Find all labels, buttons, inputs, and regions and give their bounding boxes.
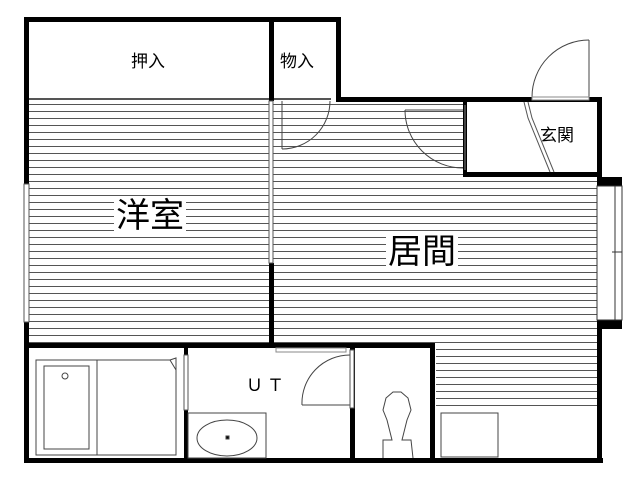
front-door[interactable] [531,39,590,101]
bath-door[interactable] [183,354,189,411]
toilet [382,391,414,459]
room-label-western-room: 洋室 [114,196,186,236]
living-room-floor [273,101,467,347]
toilet-door[interactable] [275,347,355,409]
entrance-inner-door[interactable] [404,105,466,170]
kitchen-floor [436,347,597,409]
east-window [596,185,623,321]
living-room-floor-right [467,176,597,347]
west-window [23,183,30,323]
kitchen-counter [440,412,499,458]
room-label-storage: 物入 [280,52,314,72]
storage-door[interactable] [281,100,331,150]
room-label-entrance: 玄関 [540,126,574,146]
bathtub [35,357,177,456]
walls [24,17,622,463]
room-label-closet: 押入 [131,52,165,72]
room-label-utility: ＵＴ [246,376,288,396]
washbasin [187,412,267,459]
room-label-living-room: 居間 [386,232,458,272]
sliding-door[interactable] [268,100,274,264]
